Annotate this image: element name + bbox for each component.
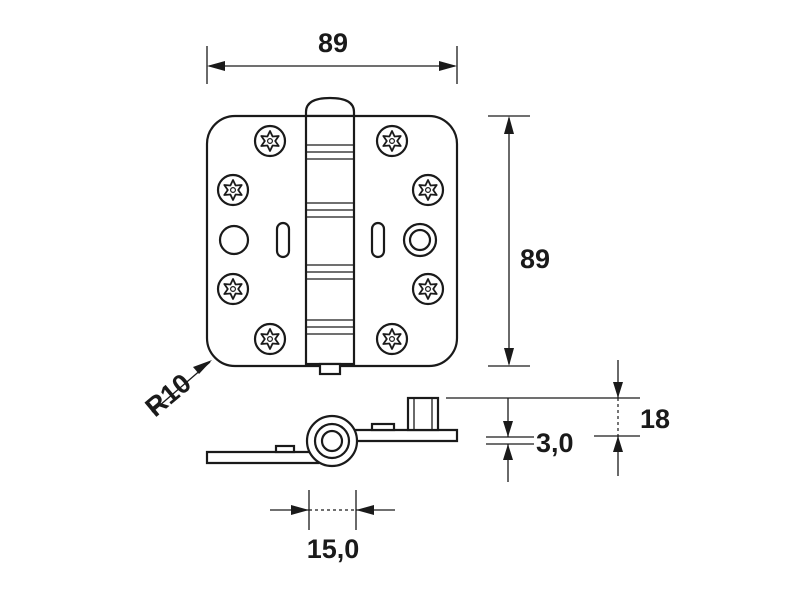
hinge-front-view [205,96,459,376]
torx-screw-icon [216,272,250,306]
dimension-radius-label: R10 [140,368,197,423]
dimension-side-height: 18 [446,360,670,476]
dimension-side-height-label: 18 [640,404,670,434]
slot-hole-icon [275,221,291,259]
torx-screw-icon [216,173,250,207]
dimension-knuckle-label: 15,0 [307,534,360,564]
dimension-thickness: 3,0 [486,398,574,482]
dimension-width: 89 [206,28,458,84]
torx-screw-icon [411,272,445,306]
torx-screw-icon [411,173,445,207]
torx-screw-icon [253,124,287,158]
dimension-knuckle: 15,0 [270,490,395,564]
slot-hole-icon [370,221,386,259]
torx-screw-icon [375,124,409,158]
pin-hole-icon [218,224,250,256]
torx-screw-icon [375,322,409,356]
torx-screw-icon [253,322,287,356]
pin-hole-icon [402,222,438,258]
dimension-width-label: 89 [318,28,348,58]
hinge-side-view [205,396,459,468]
dimension-thickness-label: 3,0 [536,428,574,458]
dimension-height: 89 [488,115,550,367]
hinge-knuckle [304,96,356,376]
dimension-radius: R10 [140,360,212,423]
dimension-height-label: 89 [520,244,550,274]
